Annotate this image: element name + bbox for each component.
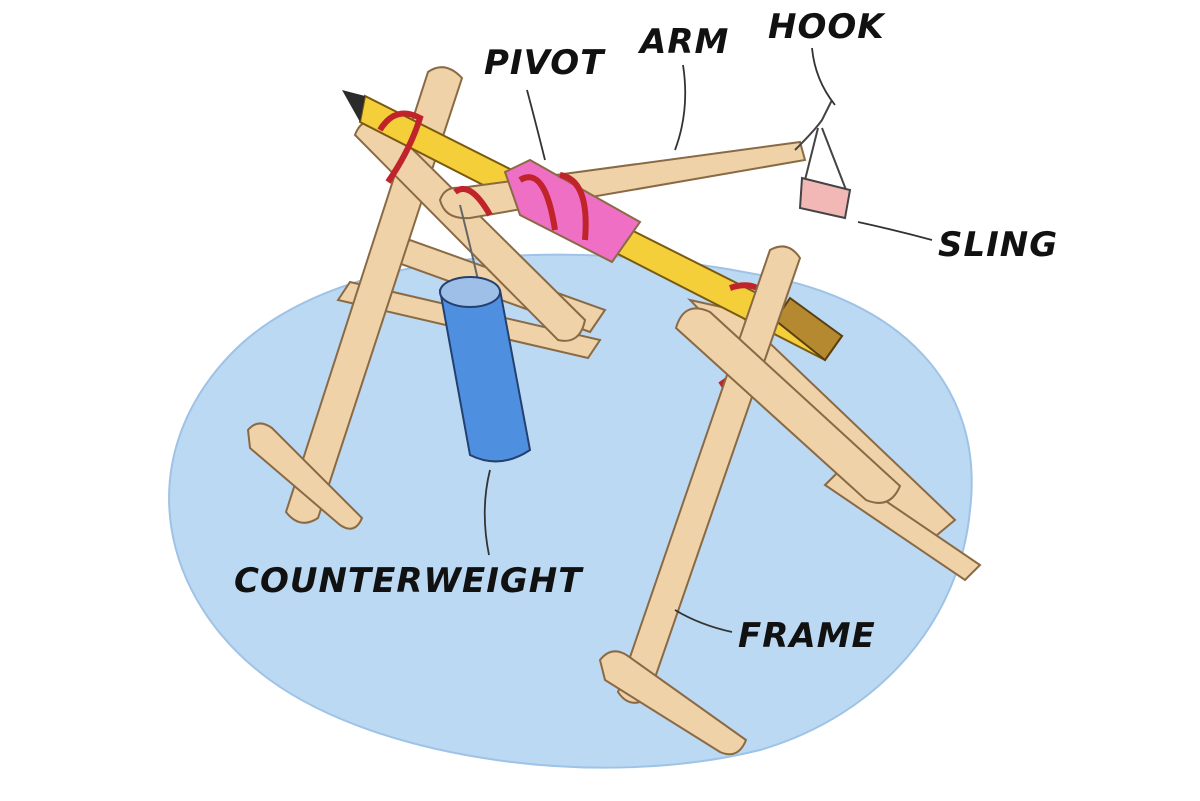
front-right-frame: [598, 245, 902, 756]
front-cross-stick: [674, 307, 902, 504]
battery-top: [439, 276, 501, 308]
front-foot-stick: [598, 650, 748, 756]
sling-strings: [804, 127, 849, 196]
hook-leader: [811, 47, 836, 106]
leader-lines: [483, 47, 933, 633]
hook-label: HOOK: [768, 7, 885, 47]
hook-and-sling: [794, 99, 852, 220]
rubber-band-pivot-2: [518, 174, 558, 231]
rubber-band-left: [377, 110, 424, 184]
left-frame: [246, 66, 587, 530]
counterweight-label: COUNTERWEIGHT: [234, 561, 583, 601]
sling-pouch: [798, 176, 852, 220]
hook-wire: [794, 99, 833, 151]
pivot-leader: [526, 89, 546, 161]
sling-leader: [857, 221, 933, 241]
pivot-label: PIVOT: [484, 43, 605, 83]
battery-string: [459, 204, 479, 281]
frame-label: FRAME: [738, 616, 876, 656]
sling-label: SLING: [938, 225, 1059, 265]
left-diagonal-stick: [353, 119, 587, 342]
rubber-band-pivot-1: [453, 185, 493, 217]
pencil-tip: [342, 90, 365, 122]
frame-leader: [674, 609, 733, 633]
rubber-band-pivot-3: [559, 172, 589, 241]
counterweight-battery: [438, 204, 532, 463]
left-foot-stick: [246, 422, 364, 530]
pencil-ferrule: [773, 296, 844, 362]
arm-label: ARM: [640, 22, 730, 62]
counterweight-leader: [483, 469, 491, 556]
arm-leader: [674, 64, 687, 151]
